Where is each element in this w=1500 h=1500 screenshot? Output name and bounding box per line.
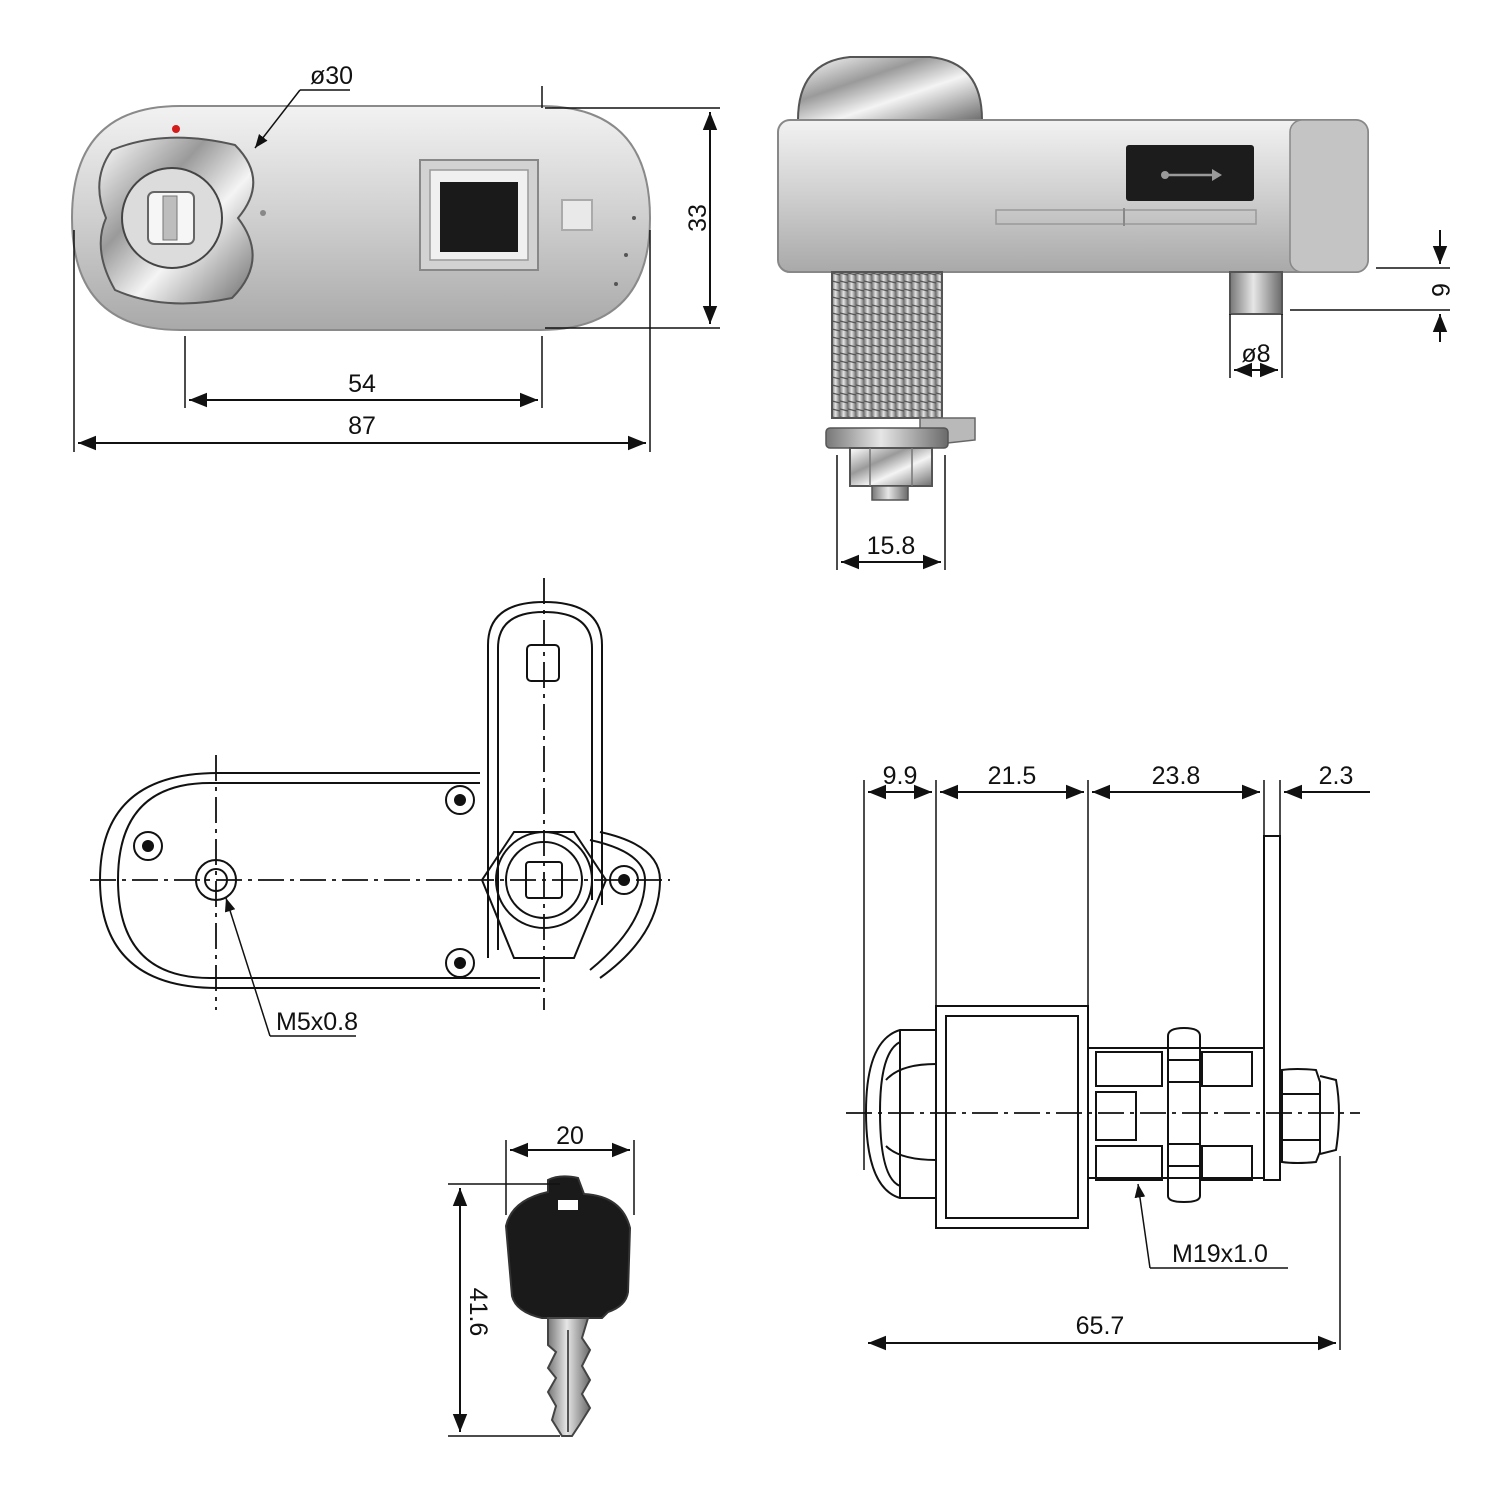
cylinder-cap <box>864 1029 936 1199</box>
threaded-section <box>1087 1047 1265 1181</box>
hole-spacing-label: 54 <box>348 370 376 398</box>
knob-dome <box>796 56 984 121</box>
width-label: 33 <box>684 204 712 232</box>
cylinder-view: 9.9 21.5 23.8 2.3 M19x1.0 65.7 <box>846 762 1370 1351</box>
key-length-label: 41.6 <box>464 1288 492 1337</box>
pin-height-label: 6 <box>1426 283 1454 297</box>
segment-4-label: 2.3 <box>1319 762 1354 790</box>
knob <box>98 136 255 305</box>
pin-diameter-label: ø8 <box>1241 340 1270 368</box>
key-view: 20 41.6 <box>448 1122 635 1437</box>
usb-port <box>1126 145 1254 201</box>
lock-body-side <box>777 119 1369 273</box>
mount-nut <box>1167 1026 1201 1204</box>
segment-3-label: 23.8 <box>1152 762 1201 790</box>
thread-diameter-label: 15.8 <box>867 532 916 560</box>
end-nut <box>1281 1068 1321 1164</box>
key-width-label: 20 <box>556 1122 584 1150</box>
thread-label: M19x1.0 <box>1172 1240 1268 1268</box>
key-head <box>504 1175 632 1319</box>
hex-nut <box>849 447 933 487</box>
threaded-shaft <box>831 271 943 419</box>
total-length-label: 65.7 <box>1076 1312 1125 1340</box>
lock-pin <box>1229 271 1283 315</box>
top-view: ø30 33 54 87 <box>70 62 720 452</box>
side-view: 15.8 6 ø8 <box>777 56 1454 570</box>
diameter-label: ø30 <box>310 62 353 90</box>
red-led <box>172 125 180 133</box>
cylinder-body <box>935 1005 1089 1229</box>
segment-1-label: 9.9 <box>883 762 918 790</box>
overall-length-label: 87 <box>348 412 376 440</box>
cam-plate <box>1263 835 1281 1181</box>
bottom-view: M5x0.8 <box>90 578 670 1037</box>
fingerprint-sensor <box>419 159 539 271</box>
segment-2-label: 21.5 <box>988 762 1037 790</box>
screws <box>133 785 639 978</box>
status-indicator <box>561 199 593 231</box>
screw-hole-label: M5x0.8 <box>276 1008 358 1036</box>
